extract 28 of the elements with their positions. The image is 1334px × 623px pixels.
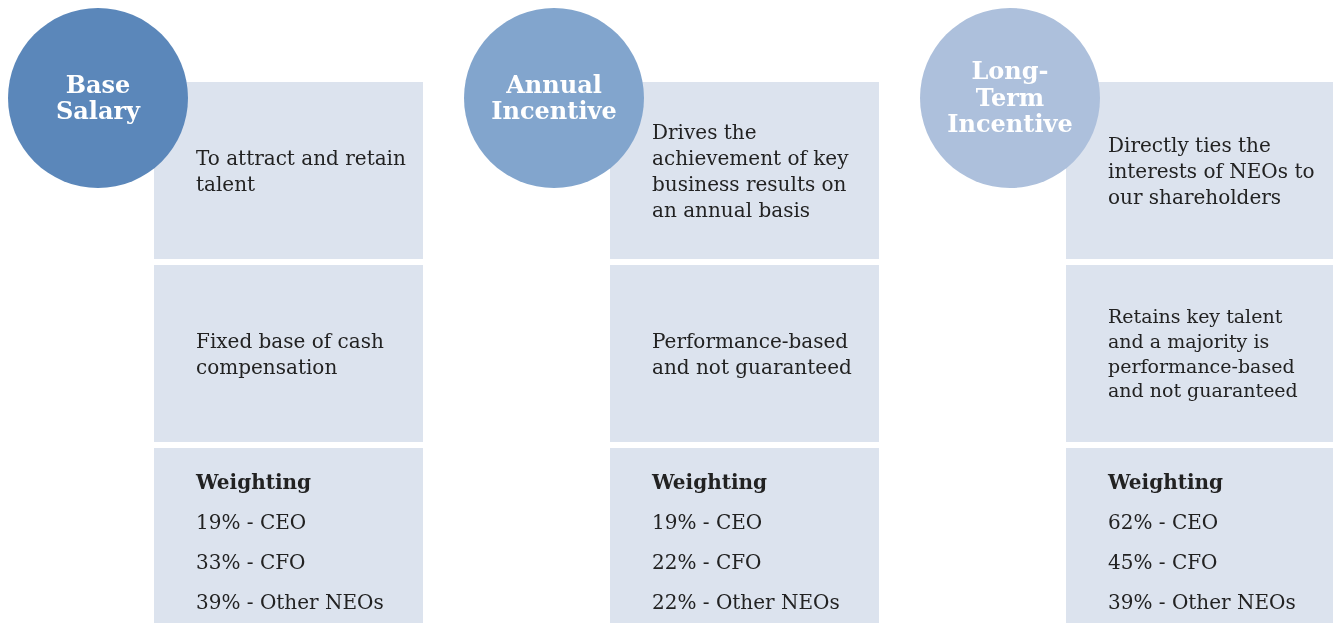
weighting-heading: Weighting — [1108, 469, 1225, 496]
circle-title: Annual Incentive — [490, 71, 618, 125]
info-panel — [154, 265, 423, 442]
description-text: Retains key talent and a majority is performance-based and not guaranteed — [1108, 304, 1299, 403]
description-text: Fixed base of cash compensation — [196, 327, 385, 380]
circle-title: Long-Term Incentive — [946, 58, 1074, 138]
description-text: Directly ties the interests of NEOs to our shareholders — [1108, 131, 1316, 210]
info-panel — [1066, 265, 1333, 442]
description-text: To attract and retain talent — [196, 144, 407, 197]
description-text: Performance-based and not guaranteed — [652, 327, 853, 380]
weighting-entry: 19% - CEO — [196, 509, 308, 536]
info-panel — [154, 82, 423, 259]
description-text: Drives the achievement of key business results on an annual basis — [652, 118, 850, 223]
weighting-entry: 45% - CFO — [1108, 549, 1219, 576]
circle-title: Base Salary — [54, 71, 142, 125]
info-panel — [154, 448, 423, 623]
info-panel — [610, 448, 879, 623]
weighting-entry: 39% - Other NEOs — [196, 589, 385, 616]
info-panel — [1066, 448, 1333, 623]
weighting-heading: Weighting — [196, 469, 313, 496]
weighting-entry: 33% - CFO — [196, 549, 307, 576]
weighting-entry: 62% - CEO — [1108, 509, 1220, 536]
info-panel — [610, 265, 879, 442]
weighting-entry: 22% - Other NEOs — [652, 589, 841, 616]
weighting-entry: 39% - Other NEOs — [1108, 589, 1297, 616]
weighting-entry: 22% - CFO — [652, 549, 763, 576]
weighting-heading: Weighting — [652, 469, 769, 496]
weighting-entry: 19% - CEO — [652, 509, 764, 536]
